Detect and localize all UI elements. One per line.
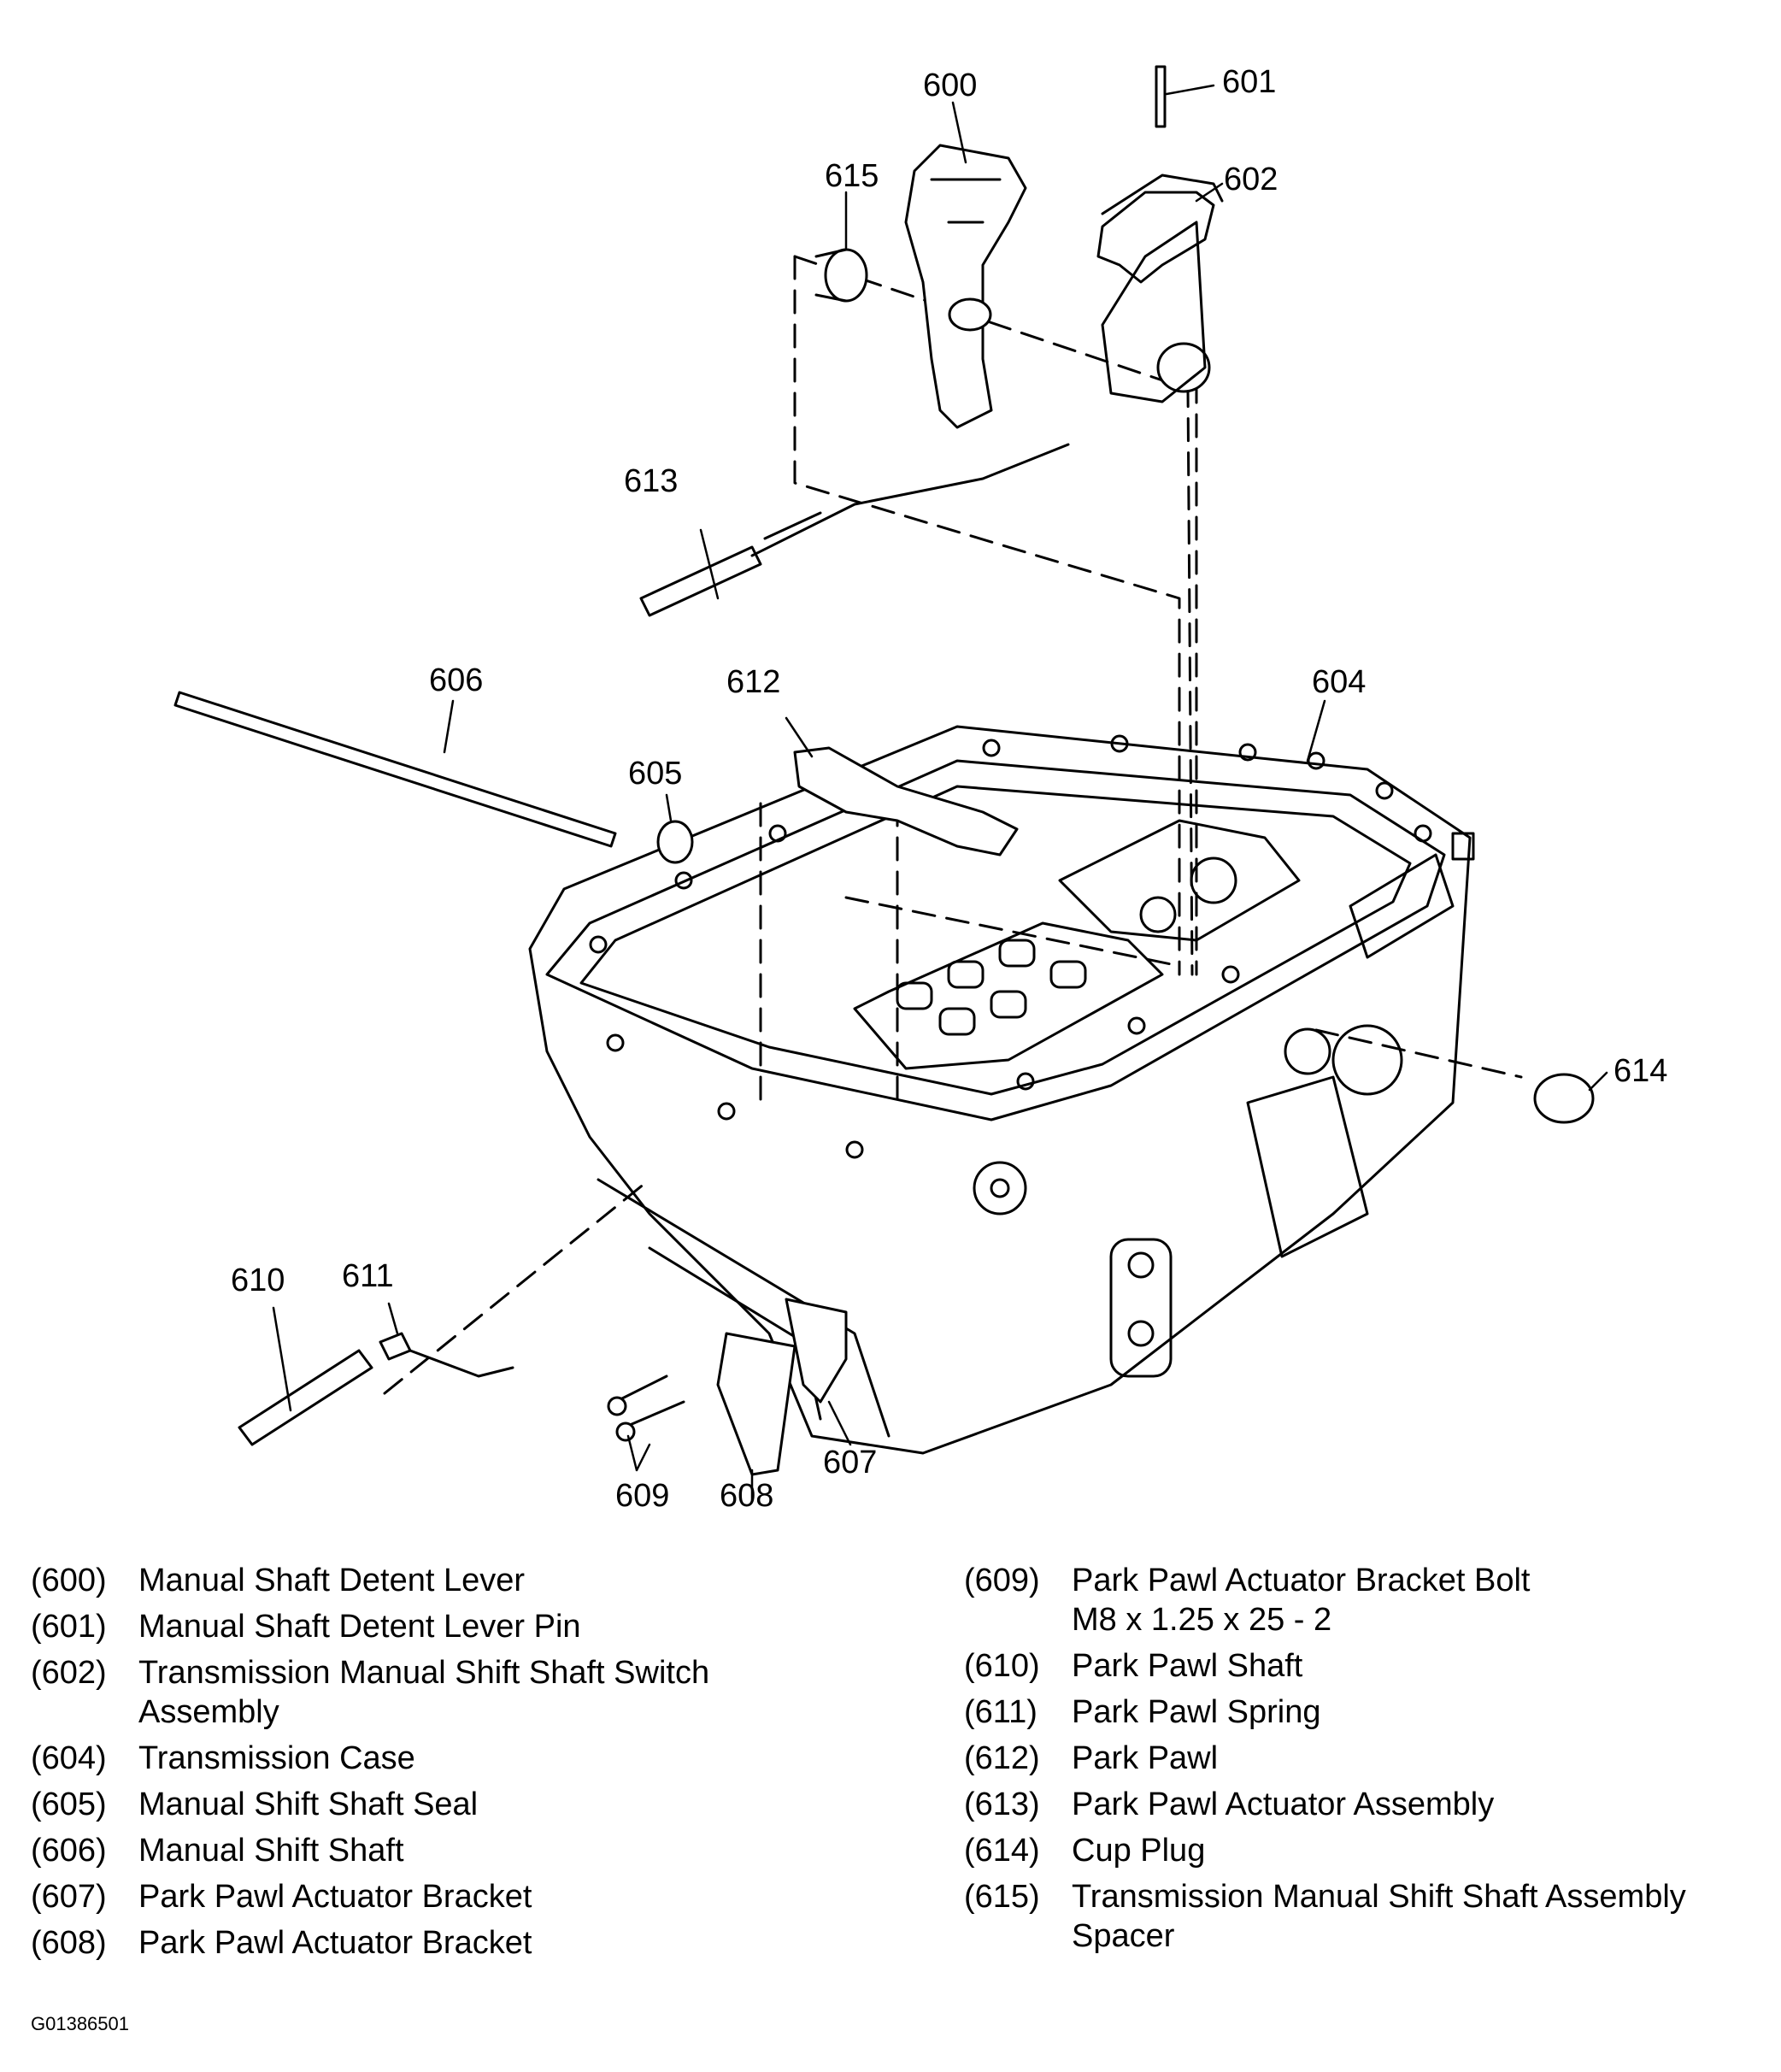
callout-611: 611 bbox=[342, 1258, 394, 1294]
callout-601: 601 bbox=[1222, 64, 1276, 100]
legend-item-number: (614) bbox=[964, 1833, 1040, 1869]
legend-item-line: Park Pawl Actuator Bracket bbox=[138, 1879, 532, 1915]
legend-item: (609) Park Pawl Actuator Bracket Bolt M8 x… bbox=[964, 1561, 1767, 1639]
callout-605: 605 bbox=[628, 756, 682, 792]
legend-item-line: Park Pawl Actuator Bracket bbox=[138, 1925, 532, 1961]
legend-item-description: Park Pawl Actuator Bracket bbox=[138, 1923, 954, 1963]
bracket-bolts bbox=[614, 1374, 685, 1429]
legend-item: (607) Park Pawl Actuator Bracket bbox=[31, 1877, 954, 1916]
legend-item-line: Park Pawl bbox=[1072, 1740, 1219, 1776]
legend-item: (615) Transmission Manual Shift Shaft Ass… bbox=[964, 1877, 1767, 1956]
legend-item-line: Park Pawl Actuator Bracket Bolt bbox=[1072, 1563, 1531, 1598]
legend-item-line: Manual Shaft Detent Lever Pin bbox=[138, 1609, 581, 1645]
legend-item-line: Assembly bbox=[138, 1694, 279, 1730]
legend-right-column: (609) Park Pawl Actuator Bracket Bolt M8 x… bbox=[964, 1561, 1767, 1963]
callout-614: 614 bbox=[1613, 1053, 1667, 1089]
callout-612: 612 bbox=[726, 664, 780, 700]
legend-item: (604) Transmission Case bbox=[31, 1739, 954, 1778]
callout-604: 604 bbox=[1312, 664, 1366, 700]
legend-item: (606) Manual Shift Shaft bbox=[31, 1831, 954, 1870]
manual-shaft-detent-lever bbox=[904, 144, 1027, 429]
legend-item-number: (615) bbox=[964, 1879, 1040, 1915]
callout-602: 602 bbox=[1224, 162, 1278, 197]
legend-item: (601) Manual Shaft Detent Lever Pin bbox=[31, 1607, 954, 1646]
legend-item-description: Park Pawl Actuator Assembly bbox=[1072, 1785, 1767, 1824]
callout-613: 613 bbox=[624, 463, 678, 499]
legend-item-number: (609) bbox=[964, 1563, 1040, 1598]
legend-item-description: Park Pawl bbox=[1072, 1739, 1767, 1778]
legend-item: (613) Park Pawl Actuator Assembly bbox=[964, 1785, 1767, 1824]
legend-item-description: Transmission Case bbox=[138, 1739, 954, 1778]
legend-item-line: Park Pawl Actuator Assembly bbox=[1072, 1787, 1495, 1822]
legend-item: (612) Park Pawl bbox=[964, 1739, 1767, 1778]
legend-item-line: Transmission Manual Shift Shaft Assembly bbox=[1072, 1879, 1686, 1915]
legend-item: (611) Park Pawl Spring bbox=[964, 1692, 1767, 1732]
legend-item-line: Manual Shift Shaft bbox=[138, 1833, 404, 1869]
detent-lever-pin bbox=[1155, 65, 1167, 128]
legend-item: (614) Cup Plug bbox=[964, 1831, 1767, 1870]
park-pawl-actuator-bracket-608 bbox=[716, 1332, 796, 1476]
legend-item-number: (612) bbox=[964, 1740, 1040, 1776]
exploded-view-diagram: 600 601 602 615 613 606 605 612 604 614 … bbox=[173, 64, 1667, 1514]
park-pawl-actuator-bracket-607 bbox=[785, 1298, 848, 1404]
legend-item-number: (604) bbox=[31, 1740, 107, 1776]
legend-item: (608) Park Pawl Actuator Bracket bbox=[31, 1923, 954, 1963]
legend-item-number: (601) bbox=[31, 1609, 107, 1645]
legend-item-number: (608) bbox=[31, 1925, 107, 1961]
legend-item-line: Transmission Case bbox=[138, 1740, 415, 1776]
park-pawl-actuator bbox=[639, 545, 762, 617]
legend-item-line: M8 x 1.25 x 25 - 2 bbox=[1072, 1602, 1332, 1638]
callout-610: 610 bbox=[231, 1263, 285, 1298]
legend-item-description: Cup Plug bbox=[1072, 1831, 1767, 1870]
legend-item-number: (607) bbox=[31, 1879, 107, 1915]
legend-item: (600) Manual Shaft Detent Lever bbox=[31, 1561, 954, 1600]
legend-item-line: Cup Plug bbox=[1072, 1833, 1206, 1869]
park-pawl-shaft bbox=[238, 1349, 373, 1446]
legend-item-description: Manual Shift Shaft Seal bbox=[138, 1785, 954, 1824]
callout-609: 609 bbox=[615, 1478, 669, 1514]
legend-item-line: Park Pawl Shaft bbox=[1072, 1648, 1303, 1684]
legend-item-line: Manual Shaft Detent Lever bbox=[138, 1563, 526, 1598]
callout-606: 606 bbox=[429, 662, 483, 698]
callout-608: 608 bbox=[720, 1478, 773, 1514]
legend-item-description: Park Pawl Shaft bbox=[1072, 1646, 1767, 1686]
callout-600: 600 bbox=[923, 68, 977, 103]
legend-item-description: Manual Shaft Detent Lever Pin bbox=[138, 1607, 954, 1646]
legend-item-number: (605) bbox=[31, 1787, 107, 1822]
cup-plug bbox=[1533, 1073, 1595, 1124]
manual-shift-shaft-seal bbox=[656, 820, 694, 864]
legend-item-description: Manual Shaft Detent Lever bbox=[138, 1561, 954, 1600]
legend-item: (605) Manual Shift Shaft Seal bbox=[31, 1785, 954, 1824]
legend-item-number: (610) bbox=[964, 1648, 1040, 1684]
legend-item-description: Park Pawl Spring bbox=[1072, 1692, 1767, 1732]
legend-item-number: (606) bbox=[31, 1833, 107, 1869]
shift-shaft-spacer bbox=[824, 248, 868, 303]
legend-item-line: Manual Shift Shaft Seal bbox=[138, 1787, 479, 1822]
park-pawl-spring bbox=[379, 1332, 514, 1378]
legend-item-description: Park Pawl Actuator Bracket Bolt M8 x 1.25… bbox=[1072, 1561, 1767, 1639]
legend-item-line: Spacer bbox=[1072, 1918, 1175, 1954]
legend-item-description: Transmission Manual Shift Shaft Assembly… bbox=[1072, 1877, 1767, 1956]
callout-615: 615 bbox=[825, 158, 879, 194]
manual-shift-shaft bbox=[173, 691, 617, 848]
legend-item-number: (613) bbox=[964, 1787, 1040, 1822]
legend-item-line: Transmission Manual Shift Shaft Switch bbox=[138, 1655, 710, 1691]
legend-item-line: Park Pawl Spring bbox=[1072, 1694, 1321, 1730]
legend-left-column: (600) Manual Shaft Detent Lever (601) Manua… bbox=[31, 1561, 954, 1969]
figure-id: G01386501 bbox=[31, 2013, 129, 2034]
legend-item-number: (600) bbox=[31, 1563, 107, 1598]
callout-607: 607 bbox=[823, 1445, 877, 1480]
legend-item-description: Park Pawl Actuator Bracket bbox=[138, 1877, 954, 1916]
legend-item-number: (602) bbox=[31, 1655, 107, 1691]
leader-lines bbox=[272, 84, 1608, 1502]
legend-item-number: (611) bbox=[964, 1694, 1037, 1730]
legend-item: (610) Park Pawl Shaft bbox=[964, 1646, 1767, 1686]
legend-item: (602) Transmission Manual Shift Shaft Swi… bbox=[31, 1653, 954, 1732]
park-pawl bbox=[793, 746, 1019, 856]
transmission-case bbox=[528, 725, 1475, 1455]
legend-item-description: Manual Shift Shaft bbox=[138, 1831, 954, 1870]
manual-shift-shaft-switch bbox=[1096, 174, 1224, 284]
